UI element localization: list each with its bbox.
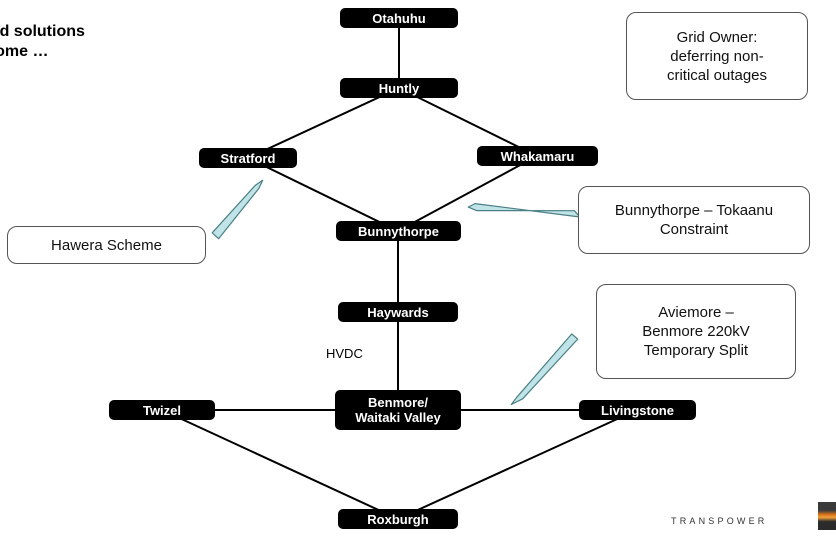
link-stratford-bunnythorpe: [247, 157, 399, 232]
aviemore-arrow-icon: [510, 333, 579, 406]
callout-aviemore-line-3: Temporary Split: [643, 342, 749, 359]
link-livingstone-roxburgh: [397, 409, 638, 520]
node-whakamaru: Whakamaru: [477, 146, 598, 166]
link-whakamaru-bunnythorpe: [397, 155, 538, 232]
callout-bunnythorpe-tokaanu-line-1: Bunnythorpe – Tokaanu: [614, 202, 774, 219]
node-otahuhu: Otahuhu: [340, 8, 458, 28]
node-livingstone: Livingstone: [579, 400, 696, 420]
logo-text: TRANSPOWER: [671, 516, 768, 526]
node-twizel: Twizel: [109, 400, 215, 420]
bunnythorpe-arrow-icon: [467, 203, 581, 218]
node-benmore-label-2: Waitaki Valley: [355, 410, 441, 425]
link-huntly-stratford: [247, 87, 400, 159]
node-bunnythorpe: Bunnythorpe: [336, 221, 461, 241]
node-roxburgh-label: Roxburgh: [367, 511, 429, 527]
node-haywards: Haywards: [338, 302, 458, 322]
callout-aviemore-line-1: Aviemore –: [658, 304, 734, 321]
callout-hawera-scheme: Hawera Scheme: [7, 226, 206, 264]
node-livingstone-label: Livingstone: [601, 402, 674, 418]
node-huntly: Huntly: [340, 78, 458, 98]
callout-hawera-line-1: Hawera Scheme: [51, 236, 162, 254]
hvdc-label: HVDC: [326, 346, 363, 361]
transpower-logo-icon: [818, 502, 836, 530]
node-roxburgh: Roxburgh: [338, 509, 458, 529]
node-benmore-label-1: Benmore/: [368, 395, 428, 410]
node-stratford: Stratford: [199, 148, 297, 168]
node-benmore: Benmore/ Waitaki Valley: [335, 390, 461, 430]
callout-aviemore-line-2: Benmore 220kV: [642, 323, 750, 340]
node-whakamaru-label: Whakamaru: [500, 148, 575, 164]
callout-bunnythorpe-tokaanu: Bunnythorpe – Tokaanu Constraint: [578, 186, 810, 254]
node-huntly-label: Huntly: [378, 80, 420, 96]
callout-grid-owner-line-2: deferring non-: [670, 47, 764, 65]
node-twizel-label: Twizel: [142, 402, 182, 418]
callout-bunnythorpe-tokaanu-line-2: Constraint: [659, 221, 729, 238]
heading-line-2: o come …: [0, 43, 49, 60]
callout-grid-owner-line-1: Grid Owner:: [676, 28, 758, 46]
hawera-arrow-icon: [211, 179, 264, 240]
link-huntly-whakamaru: [398, 87, 538, 157]
callout-grid-owner-line-3: critical outages: [666, 66, 768, 84]
node-haywards-label: Haywards: [367, 304, 429, 320]
heading: osed solutions o come …: [0, 22, 190, 62]
callout-aviemore-benmore: Aviemore – Benmore 220kV Temporary Split: [596, 284, 796, 379]
callout-grid-owner: Grid Owner: deferring non- critical outa…: [626, 12, 808, 100]
node-bunnythorpe-label: Bunnythorpe: [358, 223, 439, 239]
link-twizel-roxburgh: [161, 409, 399, 520]
heading-line-1: osed solutions: [0, 23, 85, 40]
node-otahuhu-label: Otahuhu: [372, 10, 426, 26]
node-stratford-label: Stratford: [220, 150, 276, 166]
